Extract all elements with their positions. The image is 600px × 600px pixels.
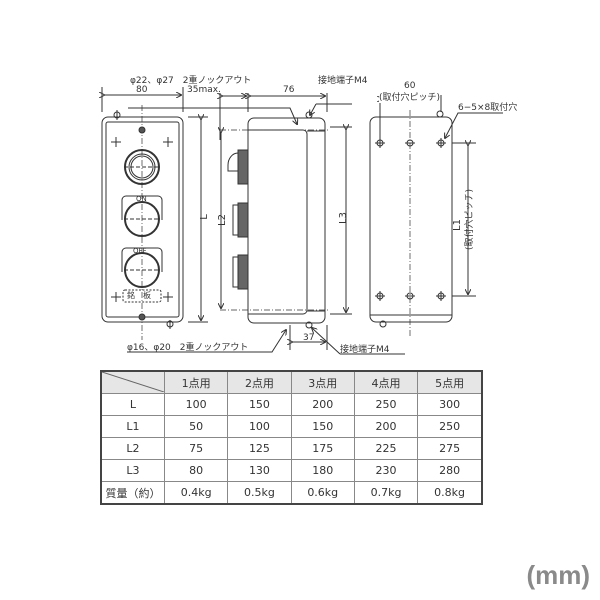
depth-dim-76: 76 xyxy=(283,85,295,95)
column-header: 2点用 xyxy=(227,370,292,394)
diagonal-line xyxy=(102,372,164,392)
dimension-table: 1点用 2点用 3点用 4点用 5点用 L 100 150 200 250 30… xyxy=(100,370,483,505)
row-label: L3 xyxy=(100,459,165,482)
ground-terminal-top: 接地端子M4 xyxy=(318,76,368,86)
nameplate-label: 銘 板 xyxy=(127,291,151,300)
width-dim-80: 80 xyxy=(136,85,148,95)
pitch-dim-60: 60 xyxy=(404,81,416,91)
column-header: 3点用 xyxy=(290,370,355,394)
technical-drawing xyxy=(0,87,503,355)
row-label: 質量（約） xyxy=(100,481,165,505)
table-cell: 150 xyxy=(290,415,355,438)
table-cell: 280 xyxy=(417,459,483,482)
table-header-row: 1点用 2点用 3点用 4点用 5点用 xyxy=(100,370,483,394)
table-row: L3 80 130 180 230 280 xyxy=(100,459,483,482)
length-label-L: L xyxy=(198,214,210,220)
depth-max-dim: 35max. xyxy=(187,85,221,95)
knockout-bottom-label: φ16、φ20 2重ノックアウト xyxy=(127,343,249,353)
table-cell: 0.6kg xyxy=(290,481,355,505)
table-cell: 100 xyxy=(227,415,292,438)
table-corner-cell xyxy=(100,370,165,394)
table-cell: 230 xyxy=(353,459,419,482)
table-cell: 250 xyxy=(353,393,419,416)
table-cell: 0.4kg xyxy=(163,481,229,505)
mounting-holes-label: 6−5×8取付穴 xyxy=(458,103,518,113)
l3-label: L3 xyxy=(337,212,349,224)
on-label: ON xyxy=(136,195,147,203)
table-cell: 130 xyxy=(227,459,292,482)
table-cell: 200 xyxy=(353,415,419,438)
table-cell: 250 xyxy=(417,415,483,438)
row-label: L xyxy=(100,393,165,416)
column-header: 4点用 xyxy=(353,370,419,394)
unit-label: (mm) xyxy=(526,560,590,590)
table-cell: 300 xyxy=(417,393,483,416)
table-cell: 0.5kg xyxy=(227,481,292,505)
knockout-top-label: φ22、φ27 2重ノックアウト xyxy=(130,76,252,86)
l1-pitch-label: (取付穴ピッチ) xyxy=(465,188,476,251)
ground-terminal-bottom: 接地端子M4 xyxy=(340,345,390,355)
column-header: 1点用 xyxy=(163,370,229,394)
off-label: OFF xyxy=(133,247,147,255)
table-cell: 0.7kg xyxy=(353,481,419,505)
table-cell: 225 xyxy=(353,437,419,460)
table-row: L1 50 100 150 200 250 xyxy=(100,415,483,438)
table-cell: 200 xyxy=(290,393,355,416)
table-row: L2 75 125 175 225 275 xyxy=(100,437,483,460)
table-cell: 180 xyxy=(290,459,355,482)
table-cell: 175 xyxy=(290,437,355,460)
table-cell: 0.8kg xyxy=(417,481,483,505)
table-row: L 100 150 200 250 300 xyxy=(100,393,483,416)
column-header: 5点用 xyxy=(417,370,483,394)
pitch-label: (取付穴ピッチ) xyxy=(379,93,441,103)
row-label: L1 xyxy=(100,415,165,438)
bottom-dim-37: 37 xyxy=(303,333,315,343)
table-cell: 80 xyxy=(163,459,229,482)
front-view xyxy=(102,87,208,340)
l2-label: L2 xyxy=(216,214,228,226)
row-label: L2 xyxy=(100,437,165,460)
table-cell: 100 xyxy=(163,393,229,416)
table-cell: 50 xyxy=(163,415,229,438)
table-cell: 75 xyxy=(163,437,229,460)
table-cell: 125 xyxy=(227,437,292,460)
table-row: 質量（約） 0.4kg 0.5kg 0.6kg 0.7kg 0.8kg xyxy=(100,481,483,505)
side-view xyxy=(127,93,405,355)
l1-label: L1 xyxy=(451,219,463,231)
table-cell: 275 xyxy=(417,437,483,460)
rear-view xyxy=(369,95,503,336)
table-cell: 150 xyxy=(227,393,292,416)
